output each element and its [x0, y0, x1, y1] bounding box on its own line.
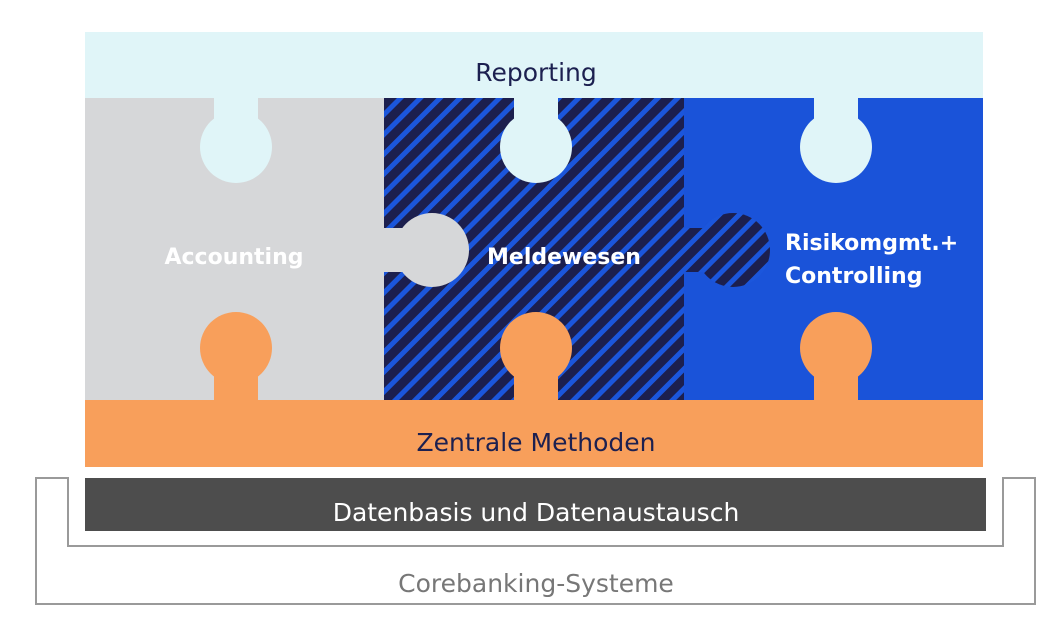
- reporting-knobs: [200, 97, 872, 183]
- corebanking-label: Corebanking-Systeme: [398, 569, 674, 598]
- accounting-label: Accounting: [164, 245, 303, 270]
- zentrale-methoden-layer: [85, 400, 983, 467]
- meldewesen-label: Meldewesen: [487, 245, 641, 270]
- zentrale-methoden-label: Zentrale Methoden: [416, 428, 655, 457]
- accounting-knob: [384, 213, 469, 287]
- risiko-label-line1: Risikomgmt.+: [785, 231, 958, 256]
- reporting-layer: [85, 32, 983, 98]
- reporting-label: Reporting: [475, 58, 597, 87]
- corebanking-frame: [35, 477, 1036, 605]
- meldewesen-knob: [684, 213, 770, 287]
- datenbasis-label: Datenbasis und Datenaustausch: [333, 498, 740, 527]
- datenbasis-layer: [85, 478, 986, 531]
- risiko-label-line2: Controlling: [785, 264, 922, 289]
- zentrale-knobs: [200, 312, 872, 401]
